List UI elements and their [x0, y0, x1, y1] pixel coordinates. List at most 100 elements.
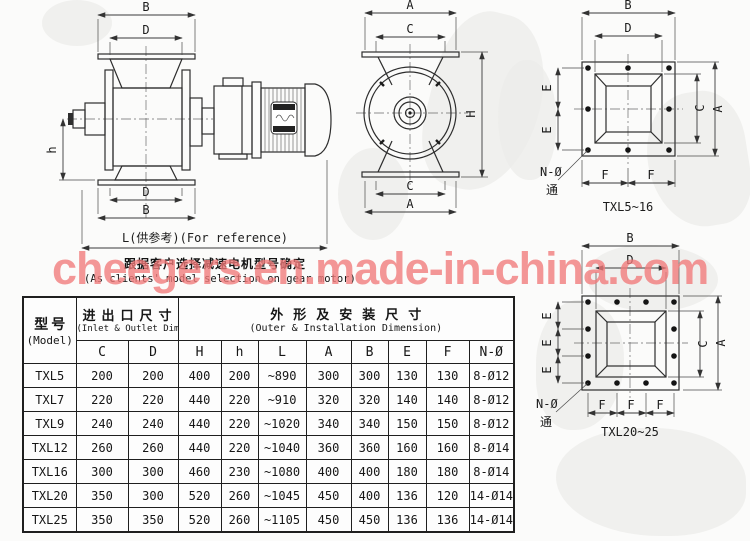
table-row: TXL25 350 350 520 260 ~1105 450 450 136 …: [22, 507, 515, 533]
flange-drawing-txl20-25: B D E E E C A F F F N-Ø 通 TXL20~25: [536, 231, 728, 439]
table-cell: ~1105: [257, 507, 307, 533]
model-cell: TXL9: [22, 411, 77, 436]
header-outer-installation: 外形及安装尺寸 (Outer & Installation Dimension): [177, 296, 515, 341]
center-lines: [356, 44, 468, 186]
note-text-en: (As clients' model selection on gear mot…: [84, 273, 356, 285]
table-cell: ~1040: [257, 435, 307, 460]
header-model-en: (Model): [26, 334, 73, 347]
table-cell: 8-Ø14: [468, 435, 515, 460]
col-header-L: L: [257, 340, 307, 364]
motor-nameplate: [270, 101, 298, 135]
table-cell: 136: [387, 507, 427, 533]
table-cell: 200: [220, 363, 259, 388]
dim-label-a: A: [714, 339, 728, 347]
table-row: TXL9 240 240 440 220 ~1020 340 340 150 1…: [22, 411, 515, 436]
table-cell: 160: [387, 435, 427, 460]
center-lines: [574, 288, 688, 398]
col-header-d: D: [127, 340, 179, 364]
table-cell: 300: [127, 483, 179, 508]
valve-housing: [97, 53, 196, 186]
dim-label-c-top: C: [406, 22, 413, 36]
table-cell: 200: [127, 363, 179, 388]
table-cell: 136: [425, 507, 470, 533]
map-watermark-blob: [588, 245, 718, 311]
dim-label-f2: F: [647, 168, 654, 182]
col-header-H: H: [177, 340, 222, 364]
dim-label-e1: E: [540, 84, 554, 91]
header-inlet-en: (Inlet & Outlet Dimension): [76, 323, 177, 334]
dim-label-b: B: [626, 231, 633, 245]
dim-label-e2: E: [540, 126, 554, 133]
table-cell: 300: [305, 363, 352, 388]
table-cell: 440: [177, 435, 222, 460]
dim-label-f3: F: [656, 398, 663, 412]
table-cell: 300: [75, 459, 129, 484]
table-cell: 350: [75, 483, 129, 508]
table-cell: 180: [425, 459, 470, 484]
table-cell: 8-Ø12: [468, 387, 515, 412]
model-cell: TXL16: [22, 459, 77, 484]
table-cell: 230: [220, 459, 259, 484]
model-cell: TXL5: [22, 363, 77, 388]
table-cell: 440: [177, 387, 222, 412]
flange-caption: TXL5~16: [603, 200, 654, 214]
dim-label-f1: F: [598, 398, 605, 412]
bolt-holes: [585, 299, 677, 386]
dimensions: B D E E C A F F N-Ø 通 TXL5~16: [540, 0, 725, 214]
table-cell: 136: [387, 483, 427, 508]
table-cell: 350: [75, 507, 129, 533]
table-cell: 140: [425, 387, 470, 412]
table-row: TXL16 300 300 460 230 ~1080 400 400 180 …: [22, 459, 515, 484]
table-cell: 8-Ø12: [468, 411, 515, 436]
table-cell: 120: [425, 483, 470, 508]
col-header-F: F: [425, 340, 470, 364]
table-cell: 440: [177, 411, 222, 436]
header-outer-en: (Outer & Installation Dimension): [249, 323, 443, 334]
table-cell: 14-Ø14: [468, 507, 515, 533]
table-row: TXL7 220 220 440 220 ~910 320 320 140 14…: [22, 387, 515, 412]
table-cell: ~1045: [257, 483, 307, 508]
table-cell: 400: [350, 483, 389, 508]
dim-label-d: D: [626, 253, 633, 267]
bolt-holes: [585, 65, 672, 153]
dim-label-f2: F: [627, 398, 634, 412]
table-cell: 240: [127, 411, 179, 436]
dim-label-d: D: [624, 21, 631, 35]
col-header-N: N-Ø: [468, 340, 515, 364]
dim-label-a-top: A: [406, 0, 414, 12]
map-watermark-blob: [42, 0, 112, 46]
table-cell: 220: [220, 411, 259, 436]
map-watermark-blob: [556, 428, 746, 536]
table-cell: 300: [350, 363, 389, 388]
through-hole-label: 通: [546, 183, 558, 197]
table-cell: ~1020: [257, 411, 307, 436]
dim-label-b: B: [624, 0, 631, 12]
dim-label-c: C: [696, 340, 710, 347]
table-cell: 320: [305, 387, 352, 412]
dim-label-f1: F: [601, 168, 608, 182]
table-cell: 320: [350, 387, 389, 412]
table-cell: 220: [75, 387, 129, 412]
model-cell: TXL7: [22, 387, 77, 412]
header-inlet-zh: 进出口尺寸: [82, 308, 178, 324]
table-cell: 400: [305, 459, 352, 484]
dim-label-c: C: [693, 104, 707, 111]
table-cell: 150: [387, 411, 427, 436]
shaft-end: [68, 102, 106, 136]
table-cell: 450: [305, 483, 352, 508]
table-cell: 300: [127, 459, 179, 484]
table-cell: 260: [220, 483, 259, 508]
flange-caption: TXL20~25: [601, 425, 659, 439]
table-cell: 260: [75, 435, 129, 460]
header-model: 型号 (Model): [22, 296, 77, 364]
col-header-c: C: [75, 340, 129, 364]
table-cell: 340: [350, 411, 389, 436]
table-cell: 360: [350, 435, 389, 460]
table-cell: 360: [305, 435, 352, 460]
dim-label-h: h: [45, 146, 59, 153]
model-cell: TXL20: [22, 483, 77, 508]
flange-drawing-txl5-16: B D E E C A F F N-Ø 通 TXL5~16: [540, 0, 725, 214]
dim-label-d-top: D: [142, 23, 149, 37]
table-cell: 14-Ø14: [468, 483, 515, 508]
